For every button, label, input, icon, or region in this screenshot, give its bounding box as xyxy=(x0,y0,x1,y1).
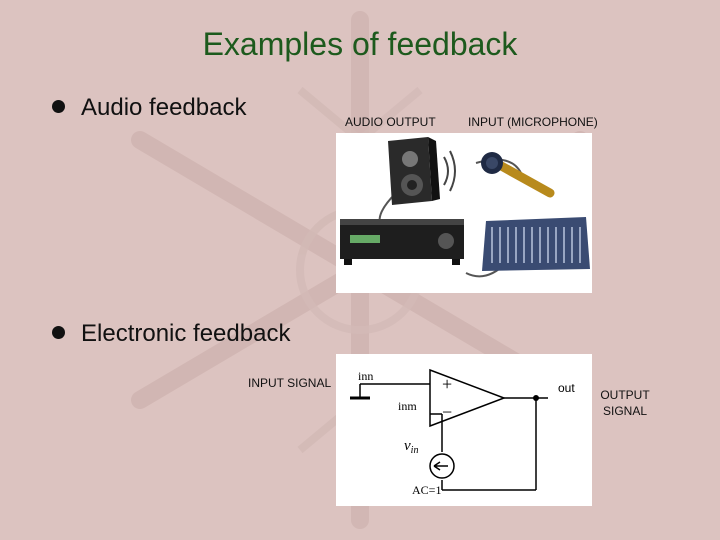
source-arrow-icon xyxy=(433,461,448,471)
speaker-icon xyxy=(388,137,456,205)
microphone-icon xyxy=(481,152,555,198)
slide-title: Examples of feedback xyxy=(202,26,518,62)
inn-label: inn xyxy=(358,369,373,383)
plus-sign: + xyxy=(442,374,452,394)
minus-sign: − xyxy=(442,402,452,422)
mixer-icon xyxy=(482,217,590,271)
output-node-dot xyxy=(533,395,539,401)
vin-label: vin xyxy=(404,438,418,456)
audio-feedback-illustration xyxy=(336,133,592,293)
audio-output-label: AUDIO OUTPUT xyxy=(345,115,436,129)
ac-value-label: AC=1 xyxy=(412,483,441,497)
op-amp-symbol xyxy=(429,368,507,428)
out-label: out xyxy=(558,381,575,395)
inm-label: inm xyxy=(398,399,417,413)
bullet-electronic-feedback: Electronic feedback xyxy=(52,320,290,348)
bullet-audio-feedback: Audio feedback xyxy=(52,94,246,122)
op-amp-feedback-circuit: inn inm + − out vin AC=1 xyxy=(336,354,592,506)
amplifier-icon xyxy=(340,219,464,265)
bullet-dot-icon xyxy=(52,100,65,114)
vin-main: v xyxy=(404,438,411,454)
bullet-text: Audio feedback xyxy=(81,94,247,121)
vin-subscript: in xyxy=(411,445,419,456)
input-microphone-label: INPUT (MICROPHONE) xyxy=(468,115,598,129)
input-signal-label: INPUT SIGNAL xyxy=(248,376,332,390)
bullet-dot-icon xyxy=(52,326,65,340)
output-signal-label: OUTPUT SIGNAL xyxy=(600,388,650,418)
bullet-text: Electronic feedback xyxy=(81,320,291,347)
ac-source-symbol xyxy=(429,453,455,479)
